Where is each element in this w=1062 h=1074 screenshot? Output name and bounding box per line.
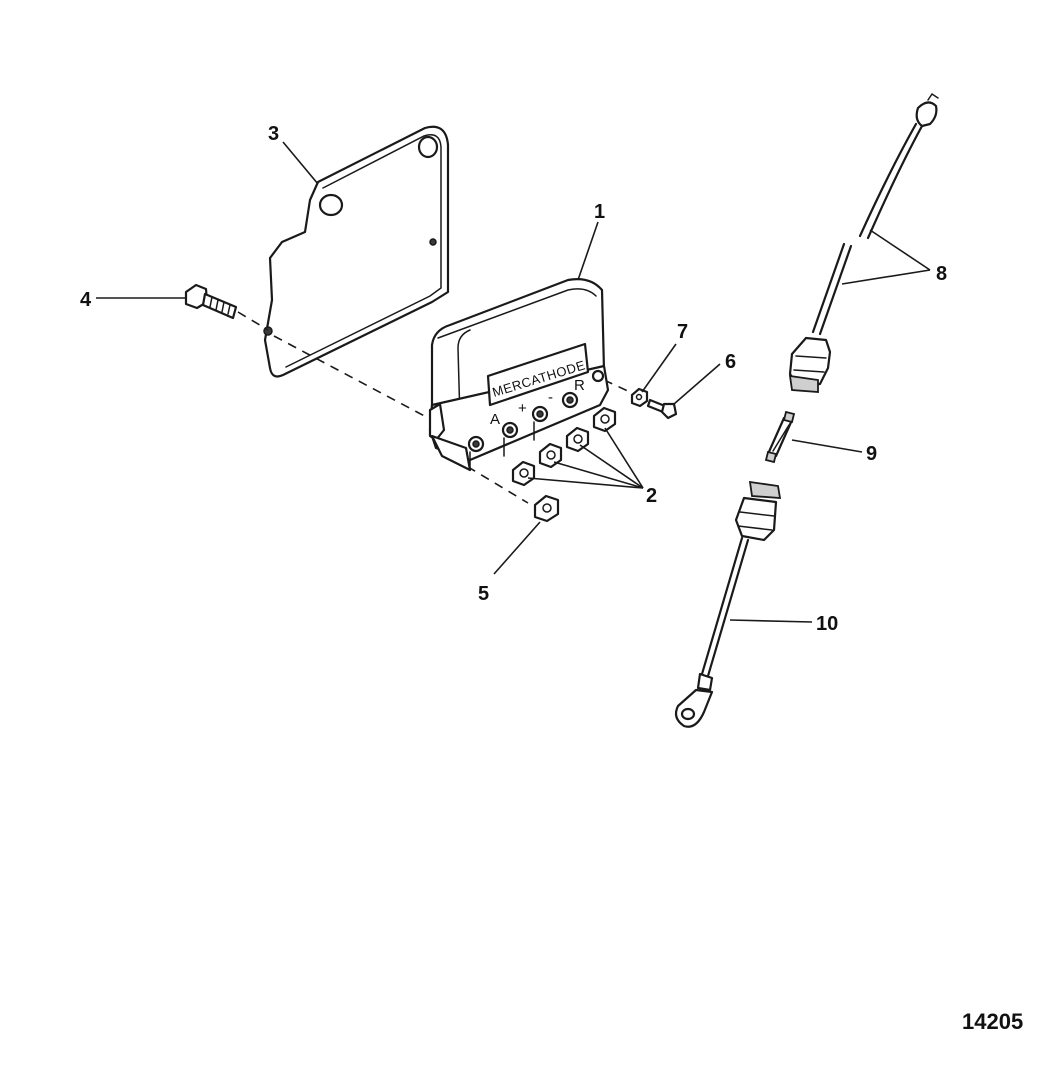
terminal-label-minus: - [548,389,553,406]
lead-wire-with-ring-terminal [674,480,782,728]
callout-9: 9 [866,443,877,465]
callout-6: 6 [725,351,736,373]
callout-2: 2 [646,485,657,507]
terminal-label-plus: + [518,400,527,417]
terminal-label-a: A [490,411,500,428]
mounting-plate [263,125,450,378]
mounting-nut [533,494,560,523]
mercathode-controller: MERCATHODE A + - R [428,278,610,472]
terminal-nuts [511,406,617,487]
callouts: 1 2 3 4 5 6 7 8 9 10 [80,123,947,635]
callout-4: 4 [80,289,92,311]
callout-10: 10 [816,613,838,635]
small-screw [646,398,678,420]
reference-number: 14205 [962,1009,1023,1034]
leader-lines [96,141,931,623]
callout-3: 3 [268,123,279,145]
callout-7: 7 [677,321,688,343]
fuse [764,410,796,464]
callout-5: 5 [478,583,489,605]
callout-8: 8 [936,263,947,285]
mounting-screw [184,283,238,320]
small-nut [630,387,649,408]
callout-1: 1 [594,201,605,223]
lead-wire-with-connector [788,92,939,393]
terminal-label-r: R [574,377,585,394]
